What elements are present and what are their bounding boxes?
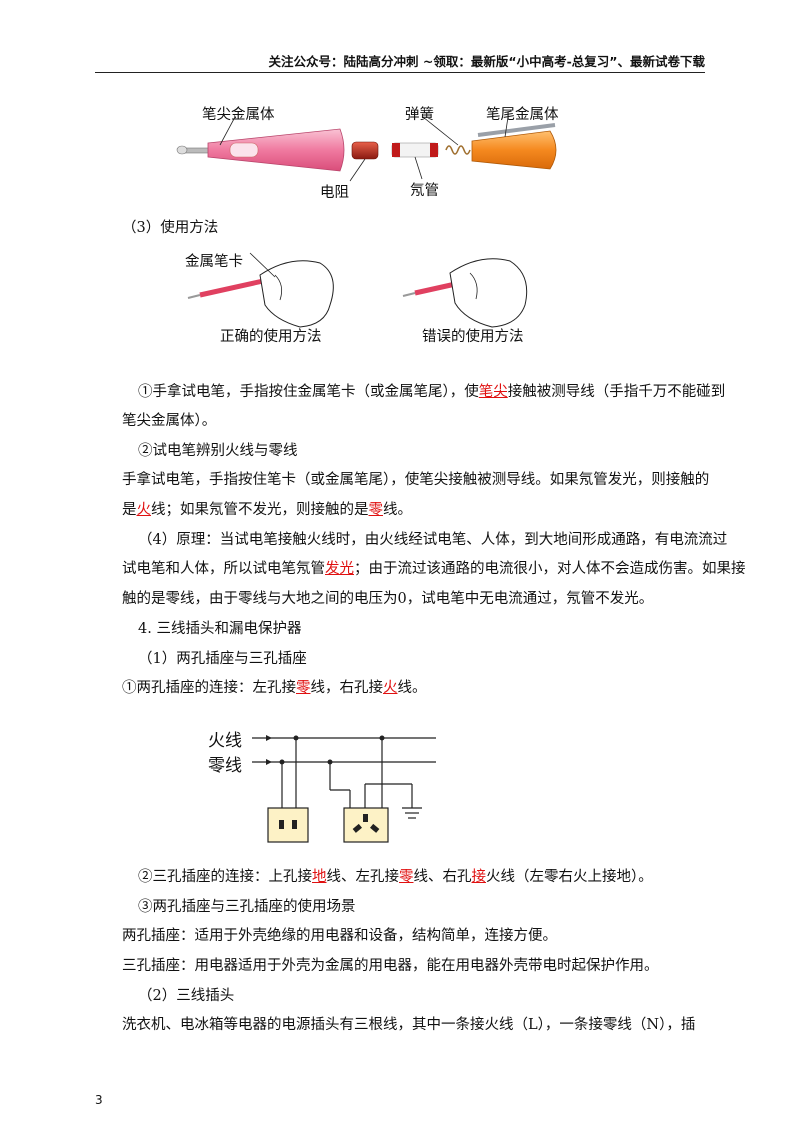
blank-left-neutral: 零 xyxy=(296,680,311,696)
two-hole-socket xyxy=(267,807,309,843)
label-resistor: 电阻 xyxy=(320,185,349,201)
usage-p1-line1: ①手拿试电笔，手指按住金属笔卡（或金属笔尾），使笔尖接触被测导线（手指千万不能碰… xyxy=(138,384,726,400)
three-hole-scene: 三孔插座：用电器适用于外壳为金属的用电器，能在用电器外壳带电时起保护作用。 xyxy=(122,958,659,974)
caption-wrong-usage: 错误的使用方法 xyxy=(422,329,524,345)
usage-p2-title: ②试电笔辨别火线与零线 xyxy=(138,443,298,459)
wrong-usage-hand xyxy=(402,258,528,328)
section3-title: （3）使用方法 xyxy=(122,220,219,236)
socket-wiring-figure: 火线 零线 xyxy=(200,720,450,850)
blank-right-live: 火 xyxy=(383,680,398,696)
two-hole-scene: 两孔插座：适用于外壳绝缘的用电器和设备，结构简单，连接方便。 xyxy=(122,928,557,944)
three-hole-connection: ②三孔插座的连接：上孔接地线、左孔接零线、右孔接火线（左零右火上接地）。 xyxy=(138,869,653,885)
three-wire-plug-text: 洗衣机、电冰箱等电器的电源插头有三根线，其中一条接火线（L），一条接零线（N），… xyxy=(122,1017,696,1033)
part4-sub2: （2）三线插头 xyxy=(138,988,235,1004)
blank-pen-tip: 笔尖 xyxy=(478,384,508,400)
two-hole-connection: ①两孔插座的连接：左孔接零线，右孔接火线。 xyxy=(122,680,427,696)
page-header: 关注公众号：陆陆高分冲刺 ~领取：最新版“小中高考-总复习”、最新试卷下载 xyxy=(95,54,705,73)
blank-earth: 地 xyxy=(312,869,327,885)
scene-title: ③两孔插座与三孔插座的使用场景 xyxy=(138,899,356,915)
label-tail-metal: 笔尾金属体 xyxy=(486,107,559,123)
label-tip-metal: 笔尖金属体 xyxy=(202,107,275,123)
label-neutral-wire: 零线 xyxy=(208,756,242,776)
usage-p2-line1: 手拿试电笔，手指按住笔卡（或金属笔尾），使笔尖接触被测导线。如果氖管发光，则接触… xyxy=(122,472,710,488)
principle-line2: 试电笔和人体，所以试电笔氖管发光；由于流过该通路的电流很小，对人体不会造成伤害。… xyxy=(122,561,746,577)
usage-p2-line2: 是火线；如果氖管不发光，则接触的是零线。 xyxy=(122,502,412,518)
page-number: 3 xyxy=(95,1093,103,1107)
test-pen-figure: 笔尖金属体 弹簧 笔尾金属体 电阻 氖管 xyxy=(160,95,580,205)
blank-left-zero: 零 xyxy=(399,869,414,885)
caption-correct-usage: 正确的使用方法 xyxy=(220,329,322,345)
test-pen-drawing xyxy=(176,116,557,182)
label-live-wire: 火线 xyxy=(208,731,242,751)
principle-line1: （4）原理：当试电笔接触火线时，由火线经试电笔、人体，到大地间形成通路，有电流流… xyxy=(138,532,728,548)
part4-sub1: （1）两孔插座与三孔插座 xyxy=(138,651,307,667)
label-metal-clip: 金属笔卡 xyxy=(185,254,243,270)
principle-line3: 触的是零线，由于零线与大地之间的电压为0，试电笔中无电流通过，氖管不发光。 xyxy=(122,591,654,607)
label-spring: 弹簧 xyxy=(405,107,434,123)
part4-title: 4. 三线插头和漏电保护器 xyxy=(138,621,302,637)
three-hole-socket xyxy=(343,807,389,843)
correct-usage-hand xyxy=(187,252,334,328)
blank-right-connect: 接 xyxy=(471,869,487,885)
label-neon: 氖管 xyxy=(410,183,439,199)
blank-live: 火 xyxy=(136,502,152,518)
blank-neutral: 零 xyxy=(368,502,384,518)
usage-p1-line2: 笔尖金属体）。 xyxy=(122,413,217,429)
socket-wiring-drawing xyxy=(252,735,436,843)
usage-figure: 金属笔卡 正确的使用方法 错误的使用方法 xyxy=(180,245,560,345)
blank-glow: 发光 xyxy=(325,561,354,577)
usage-drawing xyxy=(187,252,528,328)
